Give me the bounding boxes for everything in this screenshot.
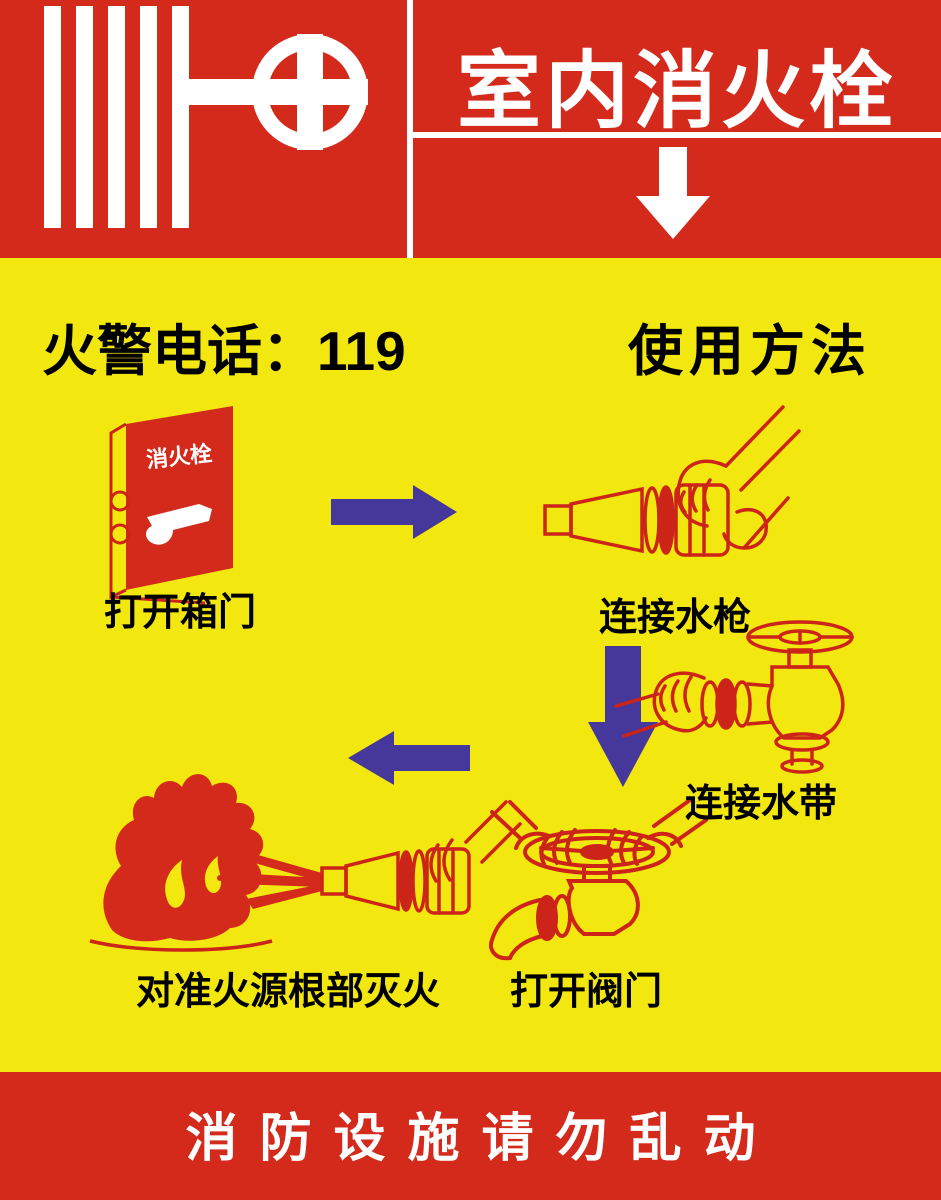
footer-band — [0, 1072, 941, 1200]
step-label-connect-hose: 连接水带 — [685, 783, 838, 825]
header-divider — [407, 0, 941, 258]
water-spray — [217, 851, 322, 909]
arrow-down-icon — [588, 646, 658, 787]
illustration-extinguish-fire — [89, 774, 522, 952]
footer-notice: 消防设施请勿乱动 — [185, 1110, 778, 1168]
arrow-right-icon — [331, 485, 457, 539]
poster-title: 室内消火栓 — [456, 44, 897, 138]
illustration-open-valve — [489, 798, 708, 961]
step-label-connect-nozzle: 连接水枪 — [599, 597, 752, 639]
step-label-open-valve: 打开阀门 — [510, 971, 663, 1013]
fire-phone-number: 火警电话：119 — [42, 320, 406, 382]
fire-hose-reel-icon — [44, 6, 368, 228]
flame-shape — [103, 774, 264, 942]
illustration-connect-nozzle — [543, 405, 801, 557]
usage-method-title: 使用方法 — [628, 320, 873, 382]
illustration-open-cabinet: 消火栓 — [109, 406, 233, 605]
arrow-left-icon — [348, 731, 470, 785]
step-label-open-cabinet: 打开箱门 — [104, 592, 257, 634]
illustration-connect-hose — [614, 620, 854, 774]
step-label-aim-fire: 对准火源根部灭火 — [136, 971, 441, 1013]
down-arrow-icon — [636, 147, 710, 239]
